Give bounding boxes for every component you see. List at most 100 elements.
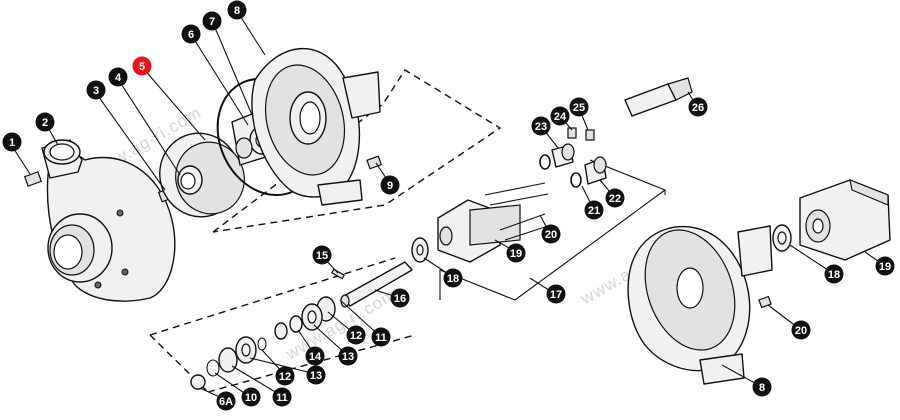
callout-circle <box>108 67 128 87</box>
callout-circle <box>132 56 152 76</box>
coupling-18 <box>411 237 429 263</box>
callout-circle <box>443 268 463 288</box>
callout-label: 15 <box>316 250 328 262</box>
callout-circle <box>390 288 410 308</box>
callout-label: 2 <box>42 117 48 129</box>
callout-circle <box>371 327 391 347</box>
callout-circle <box>791 320 811 340</box>
callout-label: 6A <box>219 396 233 408</box>
callout-circle <box>541 224 561 244</box>
callout-c2: 2 <box>35 112 55 132</box>
callout-c25: 25 <box>569 97 589 117</box>
callout-circle <box>824 264 844 284</box>
callout-label: 13 <box>342 351 354 363</box>
callout-circle <box>550 106 570 126</box>
callout-circle <box>546 284 566 304</box>
callout-c24: 24 <box>550 106 570 126</box>
bracket-17 <box>439 159 667 301</box>
callout-label: 12 <box>279 371 291 383</box>
callout-c23: 23 <box>531 116 551 136</box>
callout-label: 3 <box>93 85 99 97</box>
callout-label: 17 <box>550 289 562 301</box>
callout-c20b: 20 <box>791 320 811 340</box>
callout-c13b: 13 <box>306 365 326 385</box>
callout-label: 7 <box>209 16 215 28</box>
callout-c19a: 19 <box>506 243 526 263</box>
rear-casing-bottom <box>627 225 773 385</box>
callout-c26: 26 <box>688 97 708 117</box>
callout-label: 21 <box>588 205 600 217</box>
callout-label: 8 <box>234 5 240 17</box>
callout-circle <box>312 245 332 265</box>
callout-circle <box>2 132 22 152</box>
callout-circle <box>338 346 358 366</box>
callout-c11b: 11 <box>272 387 292 407</box>
callout-circle <box>202 11 222 31</box>
callout-circle <box>875 256 895 276</box>
callout-circle <box>35 112 55 132</box>
callout-label: 20 <box>795 325 807 337</box>
callout-circle <box>584 200 604 220</box>
callout-c1: 1 <box>2 132 22 152</box>
callout-c18b: 18 <box>824 264 844 284</box>
callout-c8a: 8 <box>227 0 247 20</box>
callout-label: 11 <box>375 332 387 344</box>
callout-label: 19 <box>510 248 522 260</box>
callout-c6: 6 <box>181 24 201 44</box>
callout-label: 5 <box>139 61 145 73</box>
front-casing <box>41 139 176 302</box>
callout-label: 11 <box>276 392 288 404</box>
callout-c16: 16 <box>390 288 410 308</box>
callout-circle <box>605 188 625 208</box>
callout-label: 8 <box>759 382 765 394</box>
callout-c9: 9 <box>380 175 400 195</box>
callout-c12b: 12 <box>275 366 295 386</box>
callout-c6A: 6A <box>216 391 236 411</box>
callout-label: 4 <box>115 72 122 84</box>
impeller <box>159 132 245 218</box>
dashed-assembly-line-lower <box>149 257 416 393</box>
callout-circle <box>272 387 292 407</box>
callout-c22: 22 <box>605 188 625 208</box>
coupling-18b <box>772 224 792 252</box>
callout-label: 1 <box>9 137 15 149</box>
callout-label: 24 <box>554 111 567 123</box>
callout-circle <box>216 391 236 411</box>
callout-circle <box>569 97 589 117</box>
callout-label: 23 <box>535 121 547 133</box>
callout-c20a: 20 <box>541 224 561 244</box>
callout-c19b: 19 <box>875 256 895 276</box>
callout-c14: 14 <box>305 346 325 366</box>
callout-c11a: 11 <box>371 327 391 347</box>
callout-c8b: 8 <box>752 377 772 397</box>
callout-label: 16 <box>394 293 406 305</box>
callout-circle <box>181 24 201 44</box>
rear-casing-top <box>251 48 381 206</box>
callout-circle <box>752 377 772 397</box>
callout-c5: 5 <box>132 56 152 76</box>
callout-label: 22 <box>609 193 621 205</box>
callout-circle <box>305 346 325 366</box>
callout-circle <box>506 243 526 263</box>
fittings <box>539 77 693 188</box>
callout-circle <box>688 97 708 117</box>
callout-label: 9 <box>387 180 393 192</box>
callout-label: 18 <box>447 273 459 285</box>
callout-circle <box>531 116 551 136</box>
callout-c21: 21 <box>584 200 604 220</box>
hydraulic-motor <box>799 179 891 261</box>
callout-label: 10 <box>245 392 257 404</box>
pin-15 <box>330 268 346 280</box>
callout-c12a: 12 <box>346 325 366 345</box>
callout-label: 19 <box>879 261 891 273</box>
callout-c4: 4 <box>108 67 128 87</box>
callout-circle <box>241 387 261 407</box>
callout-label: 25 <box>573 102 585 114</box>
callout-label: 18 <box>828 269 840 281</box>
callout-circle <box>86 80 106 100</box>
callout-circle <box>275 366 295 386</box>
callout-c3: 3 <box>86 80 106 100</box>
dashed-assembly-line-upper <box>212 69 502 233</box>
